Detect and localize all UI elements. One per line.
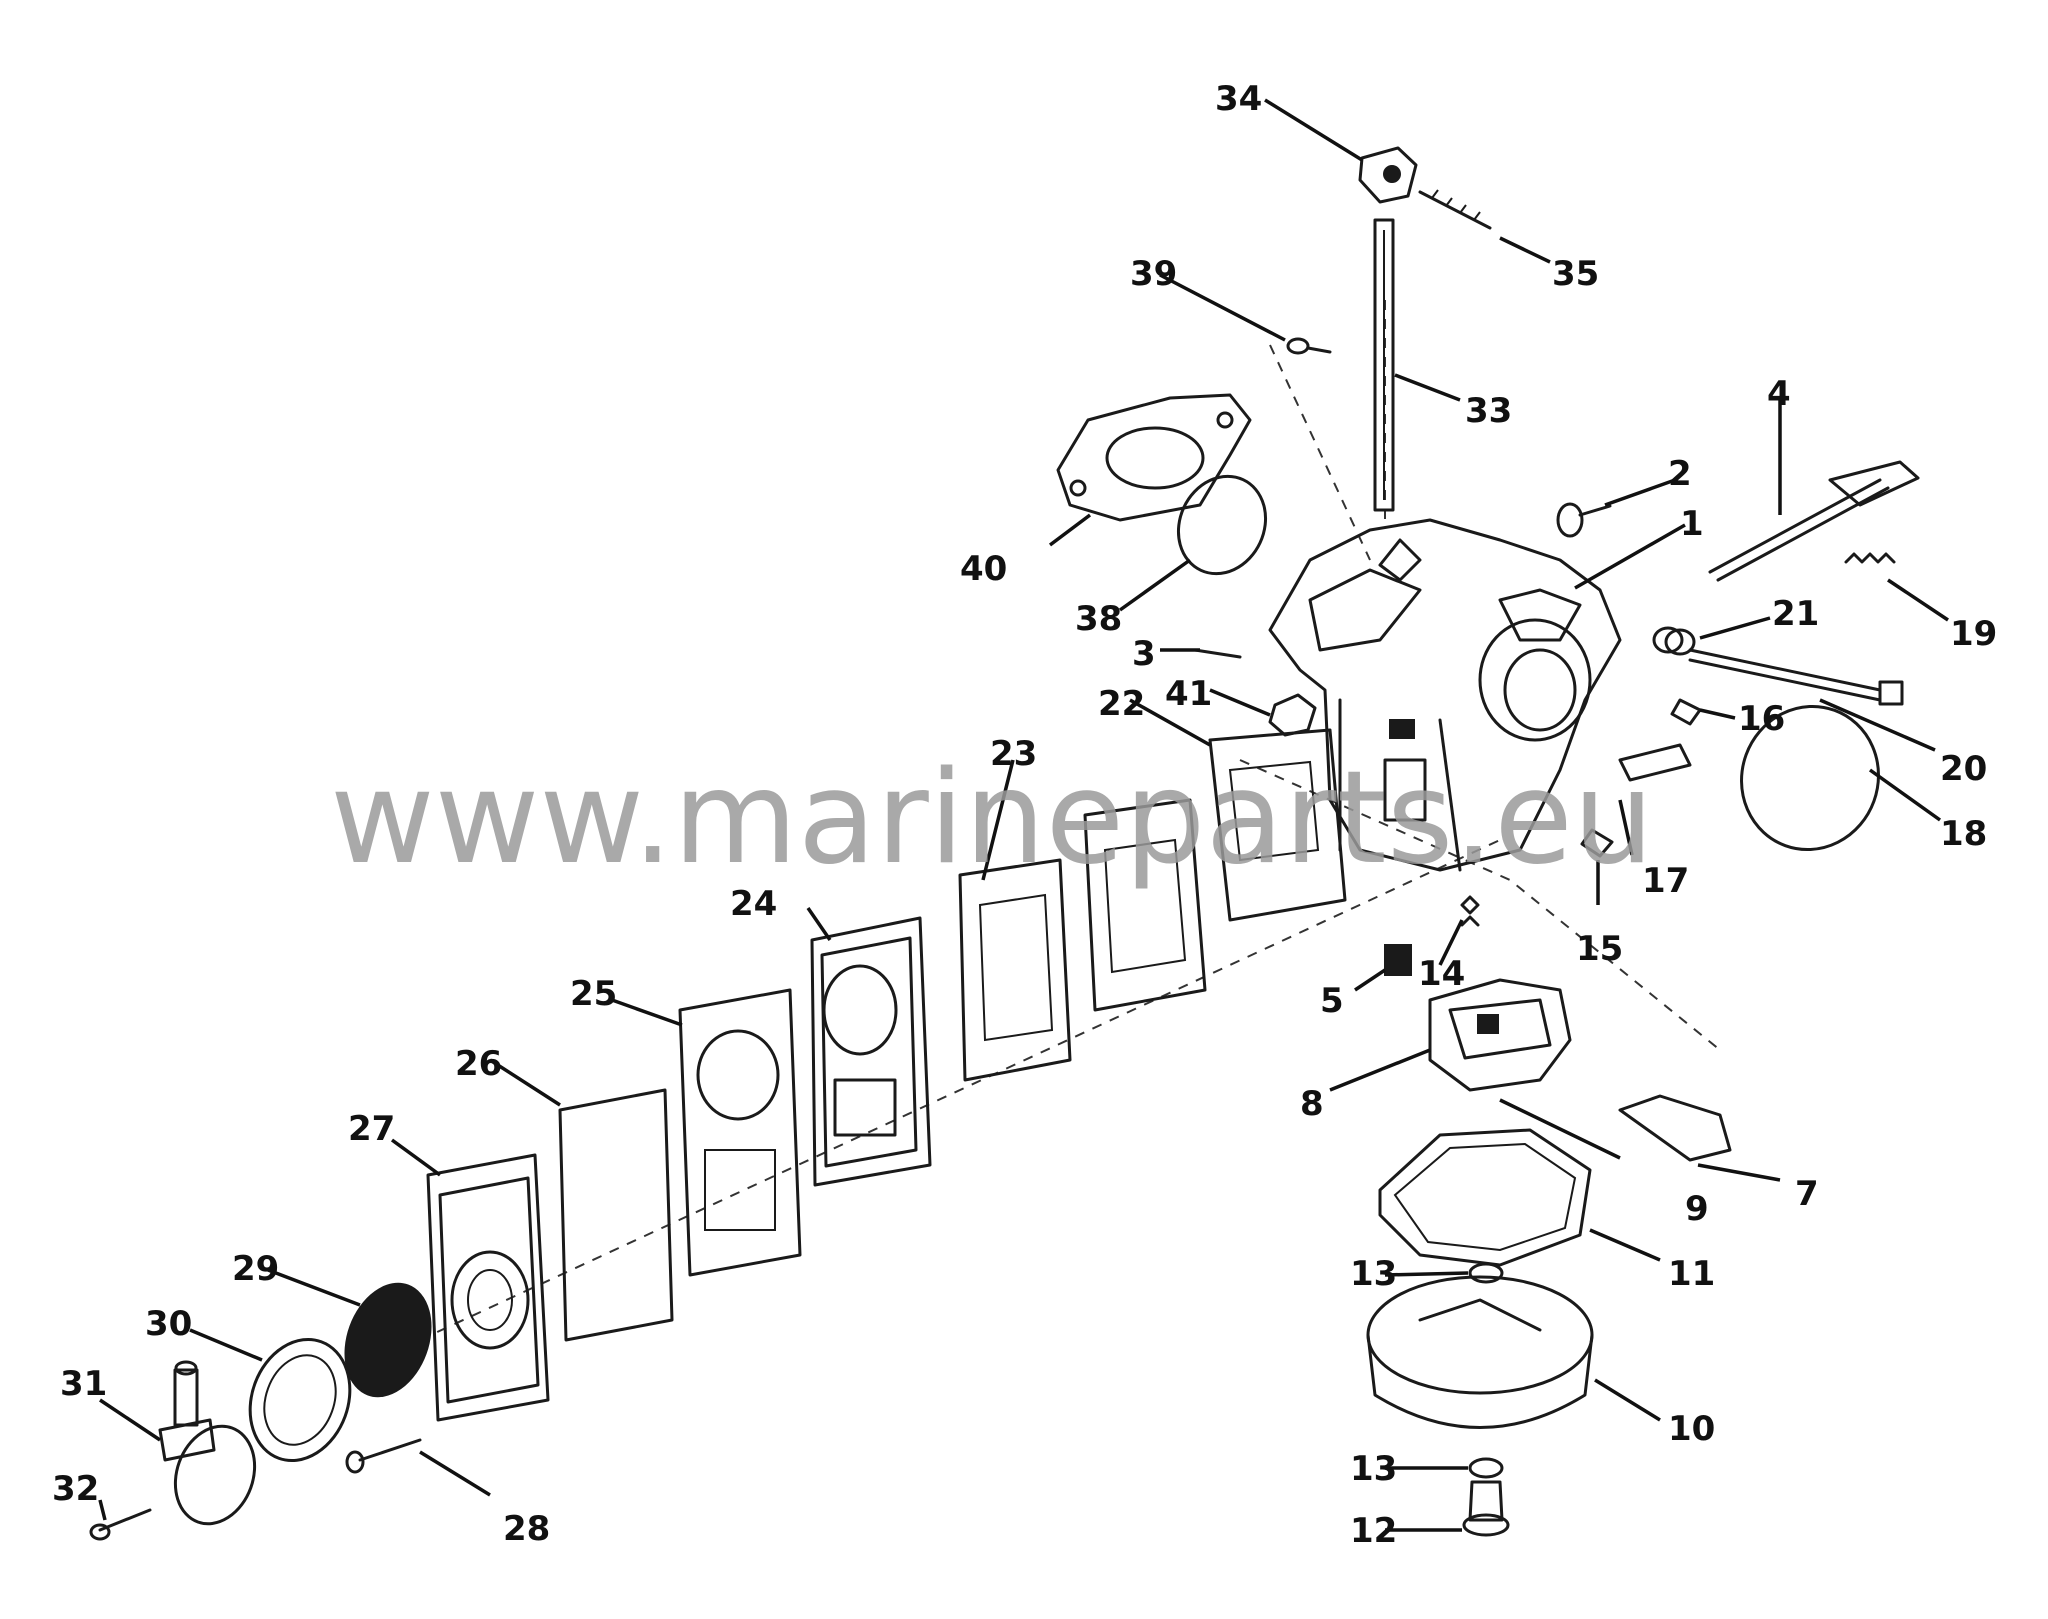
callout-18: 18 [1940,814,1987,854]
part-15-screw [1580,828,1614,858]
part-17-bracket [1618,743,1692,782]
part-25-gasket [678,988,802,1277]
part-16-screw [1670,698,1702,726]
callout-labels: 34 35 39 33 2 1 4 19 21 16 20 18 17 15 4… [52,79,1997,1551]
callout-9: 9 [1685,1189,1709,1229]
callout-34: 34 [1215,79,1262,119]
part-41-nut [1268,693,1317,737]
callout-22: 22 [1098,684,1145,724]
part-13-washer-a [1468,1262,1504,1284]
callout-13-lower: 13 [1350,1449,1397,1489]
part-2-plug [1556,502,1612,538]
watermark-text: www.marineparts.eu [330,744,1654,893]
part-21-spring [1652,626,1696,656]
callout-12: 12 [1350,1511,1397,1551]
callout-35: 35 [1552,254,1599,294]
part-18-disc [1740,704,1880,852]
callout-41: 41 [1165,674,1212,714]
part-32-screw [89,1508,152,1541]
part-38-disc [1176,474,1268,576]
callout-2: 2 [1668,454,1692,494]
callout-23: 23 [990,734,1037,774]
part-33-shaft [1373,218,1395,512]
callout-40: 40 [960,549,1007,589]
callout-16: 16 [1738,699,1785,739]
callout-11: 11 [1668,1254,1715,1294]
leader-lines [98,98,1949,1532]
callout-10: 10 [1668,1409,1715,1449]
callout-17: 17 [1642,861,1689,901]
callout-31: 31 [60,1364,107,1404]
part-30-gasket [248,1337,352,1463]
callout-1: 1 [1680,504,1704,544]
callout-28: 28 [503,1509,550,1549]
callout-14: 14 [1418,954,1465,994]
part-10-bowl [1366,1275,1594,1429]
callout-39: 39 [1130,254,1177,294]
callout-4: 4 [1767,374,1791,414]
part-28-screw [345,1438,422,1474]
part-5-valve [1384,944,1412,976]
callout-8: 8 [1300,1084,1324,1124]
part-20-needle [1688,648,1904,706]
part-39-screw [1286,337,1332,355]
part-27-cover [426,1153,550,1422]
part-40-gasket [1056,393,1252,522]
part-34-lever [1358,146,1418,204]
callout-5: 5 [1320,981,1344,1021]
part-12-plug [1462,1480,1510,1537]
part-31-fitting [158,1360,257,1526]
part-29-screen [344,1282,432,1398]
callout-24: 24 [730,884,777,924]
part-19-spring [1844,552,1896,564]
callout-20: 20 [1940,749,1987,789]
part-4-screw [1708,460,1920,582]
callout-29: 29 [232,1249,279,1289]
part-11-gasket [1378,1128,1592,1267]
callout-15: 15 [1576,929,1623,969]
part-13-washer-b [1468,1457,1504,1479]
callout-38: 38 [1075,599,1122,639]
callout-26: 26 [455,1044,502,1084]
callout-27: 27 [348,1109,395,1149]
part-8-lever [1428,978,1572,1092]
part-24-pump-body [810,916,932,1187]
part-1-body [1268,518,1622,872]
callout-19: 19 [1950,614,1997,654]
callout-21: 21 [1772,594,1819,634]
callout-33: 33 [1465,391,1512,431]
part-14-spring [1460,895,1480,927]
part-22-gasket [1208,728,1347,922]
part-3-pin [1193,648,1242,659]
callout-32: 32 [52,1469,99,1509]
part-35-screw [1418,189,1492,230]
part-23-gasket [958,798,1207,1082]
callout-13-upper: 13 [1350,1254,1397,1294]
callout-25: 25 [570,974,617,1014]
callout-7: 7 [1795,1174,1819,1214]
part-26-diaphragm [558,1088,674,1342]
callout-30: 30 [145,1304,192,1344]
callout-3: 3 [1132,634,1156,674]
part-7-plate [1618,1094,1732,1162]
